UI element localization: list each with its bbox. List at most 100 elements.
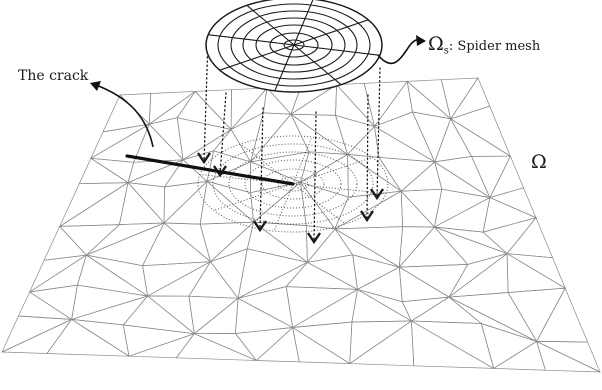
mesh-triangle	[398, 226, 469, 268]
projected-spoke	[273, 183, 294, 232]
spider-arrowhead	[416, 35, 426, 46]
spider-ring	[255, 24, 333, 66]
mesh-triangle	[237, 286, 294, 329]
projection-line	[203, 39, 209, 163]
mesh-triangle	[400, 190, 436, 228]
mesh-triangle	[291, 321, 353, 365]
spider-mesh	[205, 0, 383, 93]
projection-arrowhead	[360, 210, 374, 223]
spider-spoke	[293, 0, 314, 46]
mesh-triangle	[356, 266, 403, 303]
projected-spoke	[292, 136, 313, 185]
mesh-triangle	[351, 288, 413, 323]
mesh-triangle	[142, 261, 211, 297]
mesh-triangle	[507, 287, 566, 343]
mesh-triangle	[447, 292, 538, 343]
projected-spoke	[292, 183, 387, 194]
projected-ring	[228, 151, 358, 217]
mesh-triangle	[289, 113, 349, 155]
mesh-triangle	[133, 123, 184, 163]
mesh-triangle	[199, 180, 255, 225]
crack-line	[125, 154, 295, 186]
mesh-triangle	[230, 86, 268, 130]
crack-label: The crack	[18, 68, 89, 84]
projection-arrowhead	[307, 232, 321, 245]
omega-s-symbol: Ω	[428, 33, 444, 55]
mesh-triangle	[348, 320, 415, 367]
mesh-triangle	[449, 105, 512, 158]
spider-spoke	[246, 4, 295, 46]
spider-spoke	[274, 44, 295, 92]
mesh-triangle	[447, 252, 509, 298]
mesh-triangle	[334, 114, 376, 156]
mesh-triangle	[118, 181, 165, 225]
projected-ring	[212, 143, 374, 225]
mesh-triangle	[78, 157, 130, 185]
mesh-triangle	[285, 261, 358, 290]
projection-arrowhead	[253, 220, 267, 233]
mesh-triangle	[470, 155, 511, 199]
projection-line	[259, 107, 264, 231]
mesh-triangle	[1, 318, 73, 354]
mesh-triangle	[334, 190, 403, 230]
mesh-triangle	[292, 326, 352, 364]
mesh-triangle	[536, 287, 589, 343]
projected-spoke	[213, 183, 294, 211]
mesh-triangle	[58, 224, 121, 256]
mesh-triangle	[212, 128, 252, 163]
spider-ring	[217, 3, 371, 87]
mesh-triangle	[147, 260, 212, 297]
spider-ring	[230, 10, 358, 80]
projected-ring	[261, 168, 325, 200]
domain-triangulation	[1, 77, 601, 373]
mesh-triangle	[433, 196, 491, 233]
callout-arrows	[90, 35, 426, 148]
mesh-triangle	[237, 248, 309, 299]
mesh-triangle	[194, 89, 232, 131]
mesh-triangle	[433, 188, 491, 228]
spider-ring	[283, 39, 305, 51]
mesh-triangle	[449, 117, 512, 157]
spider-spoke	[293, 44, 342, 86]
mesh-triangle	[128, 332, 196, 359]
projected-ring	[277, 176, 309, 192]
spider-callout-arrow	[377, 38, 424, 65]
mesh-triangle	[71, 284, 148, 320]
mesh-triangle	[506, 252, 567, 293]
mesh-triangle	[489, 155, 524, 199]
projection-line	[219, 92, 227, 176]
mesh-triangle	[352, 254, 401, 290]
spider-spoke	[293, 44, 380, 56]
projected-spoke	[292, 157, 373, 185]
mesh-triangle	[335, 83, 376, 128]
projection-arrowhead	[213, 165, 227, 178]
mesh-triangle	[249, 113, 310, 163]
mesh-triangle	[334, 228, 400, 268]
mesh-triangle	[411, 111, 452, 163]
projected-ring	[197, 135, 389, 233]
mesh-triangle	[433, 156, 491, 199]
mesh-triangle	[210, 221, 255, 263]
mesh-triangle	[90, 157, 135, 184]
mesh-triangle	[401, 296, 450, 322]
mesh-triangle	[434, 117, 473, 163]
mesh-triangle	[28, 284, 78, 320]
spider-ring	[242, 17, 346, 73]
projection-arrowhead	[370, 188, 384, 201]
mesh-triangle	[193, 297, 239, 335]
domain-label: Ω	[531, 151, 547, 173]
mesh-triangle	[480, 322, 538, 369]
projected-ring	[244, 159, 342, 209]
mesh-triangle	[363, 81, 408, 128]
mesh-triangle	[299, 153, 349, 198]
mesh-triangle	[300, 181, 336, 230]
mesh-triangle	[43, 225, 88, 261]
mesh-triangle	[122, 324, 195, 357]
mesh-triangle	[142, 222, 212, 267]
projection-arrowhead	[197, 152, 211, 165]
mesh-triangle	[188, 295, 240, 335]
mesh-triangle	[285, 286, 359, 329]
mesh-triangle	[482, 197, 538, 233]
